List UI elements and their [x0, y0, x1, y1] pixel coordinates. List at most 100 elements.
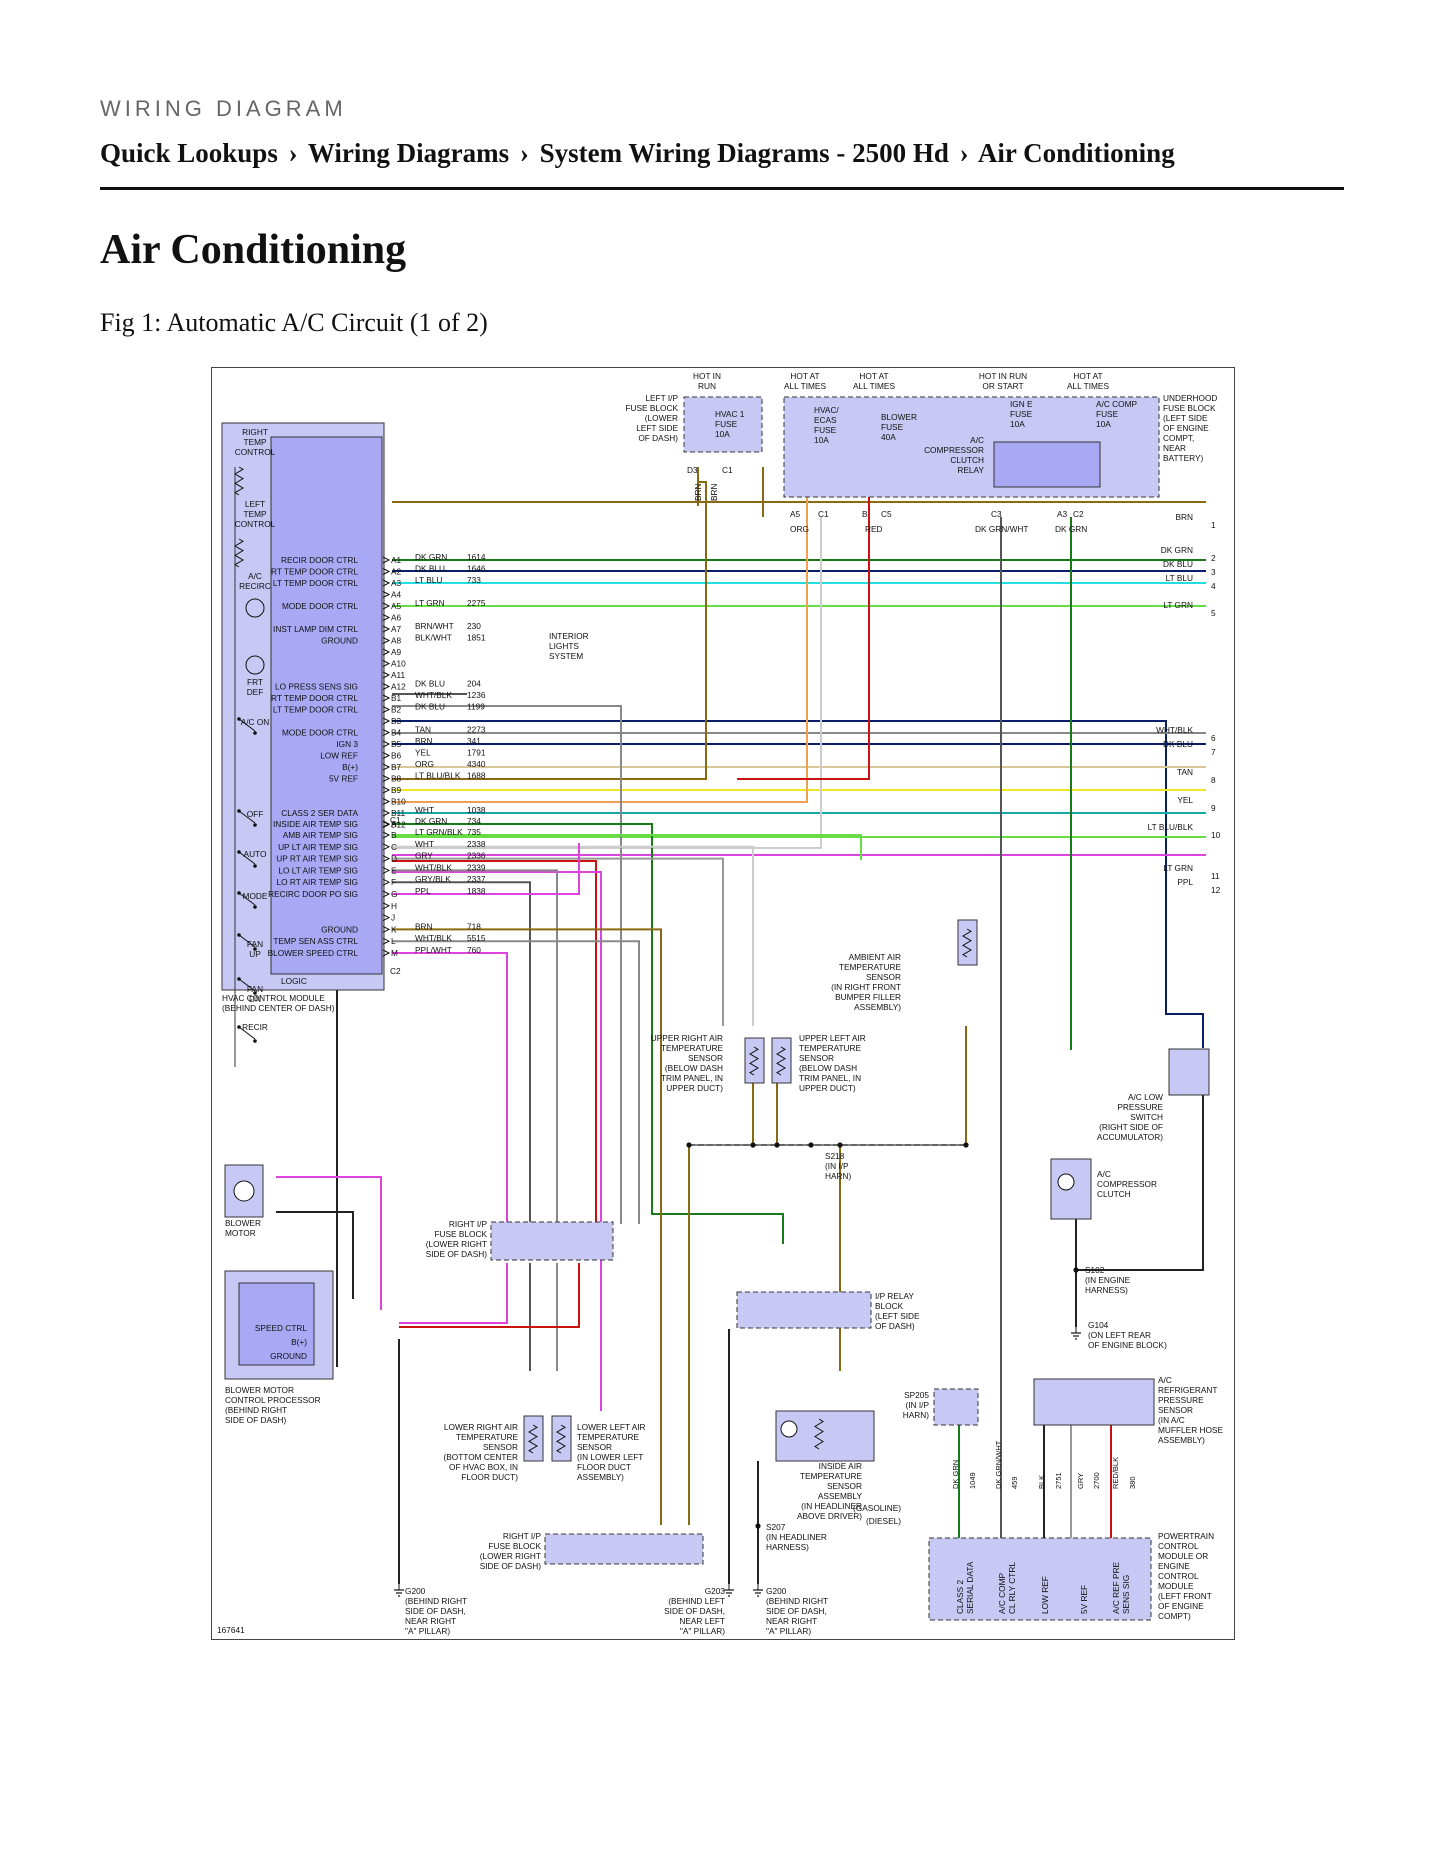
- hvac-pin-label: A2: [391, 567, 402, 577]
- edge-number-label: 11: [1211, 871, 1220, 881]
- circuit-number-label: 735: [467, 827, 481, 837]
- edge-number-label: 3: [1211, 567, 1216, 577]
- pcm-gasoline-label: (GASOLINE): [853, 1503, 901, 1513]
- right-ip-fuse-block: [490, 1221, 614, 1261]
- connector-pin-symbol: [382, 937, 391, 945]
- wire-color-label: WHT/BLK: [415, 690, 452, 700]
- wire-color-label: LT BLU: [415, 575, 442, 585]
- hvac-pin-label: A10: [391, 659, 406, 669]
- breadcrumb-item-wiring-diagrams[interactable]: Wiring Diagrams: [307, 138, 510, 168]
- wire-blower-ppl: [276, 1176, 382, 1310]
- wire-lo-lt: [392, 869, 558, 1224]
- edge-color-label: LT GRN: [1163, 600, 1193, 610]
- edge-color-label: LT GRN: [1163, 863, 1193, 873]
- hvac-control-label: RECIR: [242, 1022, 268, 1032]
- hvac-signal-label: RT TEMP DOOR CTRL: [271, 567, 358, 577]
- wire-color-label: DK BLU: [415, 564, 445, 574]
- circuit-number-label: 2275: [467, 598, 486, 608]
- circuit-number-label: 1614: [467, 552, 486, 562]
- wire-lo-rt: [392, 881, 531, 1224]
- connector-pin-symbol: [382, 798, 391, 805]
- wire-ground-k: [392, 928, 662, 1525]
- def-led-icon: [245, 655, 265, 675]
- circuit-number-label: 1688: [467, 771, 486, 781]
- hvac-pin-label: C: [391, 842, 397, 852]
- circuit-number-label: 734: [467, 816, 481, 826]
- breadcrumb-item-system-wiring[interactable]: System Wiring Diagrams - 2500 Hd: [539, 138, 949, 168]
- switch-symbol: [238, 851, 256, 865]
- inside-air-motor-icon: [780, 1420, 798, 1438]
- hvac-signal-label: AMB AIR TEMP SIG: [283, 830, 358, 840]
- hvac-signal-label: LO LT AIR TEMP SIG: [278, 865, 358, 875]
- hvac-pin-label: A3: [391, 578, 402, 588]
- wire-switch-gnd: [1076, 1095, 1204, 1271]
- pcm-wire-label: DK GRN: [951, 1460, 960, 1489]
- connector-pin-label: C5: [881, 509, 892, 519]
- hvac-pin-label: B11: [391, 808, 406, 818]
- hvac-pin-label: A6: [391, 613, 402, 623]
- circuit-number-label: 1646: [467, 564, 486, 574]
- hvac-pin-label: B12: [391, 820, 406, 830]
- connector-pin-symbol: [382, 752, 391, 759]
- connector-pin-symbol: [382, 579, 391, 587]
- hvac-pin-label: G: [391, 889, 397, 899]
- connector-pin-symbol: [382, 775, 391, 782]
- circuit-number-label: 718: [467, 921, 481, 931]
- edge-color-label: DK BLU: [1163, 559, 1193, 569]
- blower-motor-icon: [233, 1180, 255, 1202]
- blower-cp-inner: [238, 1282, 315, 1366]
- wire-blower-red: [737, 516, 870, 780]
- wire-recirc-po: [392, 843, 580, 895]
- splice-dot: [963, 1142, 969, 1148]
- hvac-pin-label: B4: [391, 728, 402, 738]
- hvac-pin-label: J: [391, 913, 395, 923]
- circuit-number-label: 2338: [467, 839, 486, 849]
- hvac-pin-label: F: [391, 877, 396, 887]
- wire-color-label: YEL: [415, 748, 431, 758]
- wire-red-vert: [392, 860, 597, 1222]
- wire-color-label: DK GRN: [1055, 524, 1087, 534]
- connector-pin-symbol: [382, 717, 391, 725]
- wire-color-label: BRN: [709, 483, 719, 501]
- hvac-signal-label: RT TEMP DOOR CTRL: [271, 693, 358, 703]
- switch-contact: [237, 977, 241, 981]
- breadcrumb-item-air-conditioning[interactable]: Air Conditioning: [977, 138, 1175, 168]
- connector-pin-symbol: [382, 855, 391, 863]
- connector-pin-label: C1: [722, 465, 733, 475]
- switch-contact: [237, 809, 241, 813]
- connector-pin-symbol: [382, 914, 391, 922]
- wire-color-label: GRY/BLK: [415, 874, 451, 884]
- wire-color-label: ORG: [415, 759, 434, 769]
- wires-layer: [276, 467, 1206, 1584]
- wire-ground-a8: [392, 705, 622, 1224]
- wire-temp-sen: [392, 940, 640, 1224]
- switch-contact: [237, 717, 241, 721]
- hvac-pin-label: A4: [391, 590, 402, 600]
- pcm-wire-label: RED/BLK: [1111, 1457, 1120, 1489]
- hvac-pin-label: B6: [391, 751, 402, 761]
- switch-contact: [237, 1025, 241, 1029]
- circuit-number-label: 204: [467, 679, 481, 689]
- connector-pin-symbol: [382, 786, 391, 794]
- wire-amb-air: [392, 834, 862, 860]
- splice-dot: [837, 1142, 843, 1148]
- connector-pin-symbol: [382, 660, 391, 667]
- circuit-number-label: 2273: [467, 725, 486, 735]
- hvac-signal-label: LO RT AIR TEMP SIG: [277, 877, 358, 887]
- s207-dot: [755, 1523, 761, 1529]
- connector-pin-symbol: [382, 843, 391, 851]
- breadcrumb-item-quick-lookups[interactable]: Quick Lookups: [100, 138, 278, 168]
